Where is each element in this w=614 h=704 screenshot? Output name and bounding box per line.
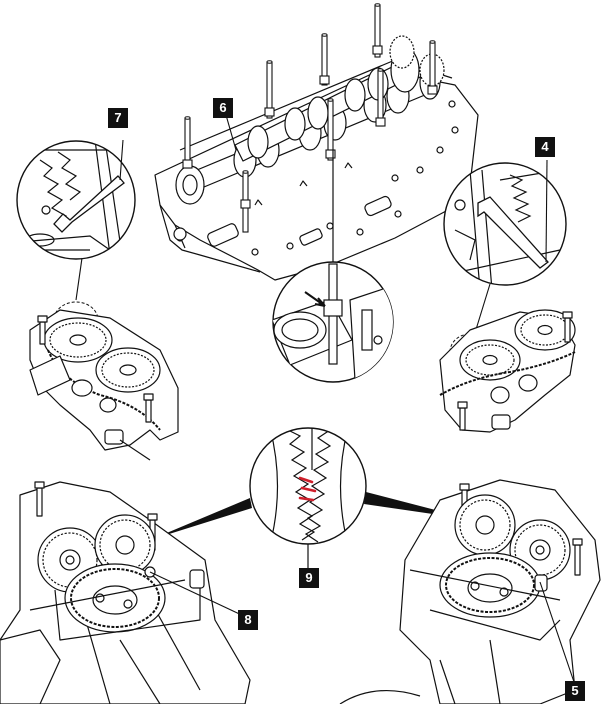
bl-cam-gear-right bbox=[94, 514, 156, 576]
arrow-icon bbox=[304, 291, 326, 307]
callout-4: 4 bbox=[535, 137, 555, 157]
right-sprocket-assembly bbox=[439, 309, 576, 433]
magnifier-centre bbox=[272, 261, 394, 383]
callout-9: 9 bbox=[299, 568, 319, 588]
magnifier-middle bbox=[249, 427, 367, 568]
magnifier-top-left bbox=[16, 139, 136, 260]
bottom-left-engine-view bbox=[0, 481, 251, 704]
head-studs bbox=[182, 4, 438, 233]
magnifier-top-right bbox=[443, 159, 567, 286]
bl-crank-sprocket bbox=[64, 563, 166, 633]
right-cam-gear-2 bbox=[459, 339, 521, 381]
hex-key-tool bbox=[53, 175, 125, 233]
callout-5: 5 bbox=[565, 681, 585, 701]
callout-7: 7 bbox=[108, 108, 128, 128]
timing-chain-right bbox=[439, 351, 576, 396]
left-cam-gear bbox=[43, 317, 113, 363]
left-sprocket-assembly bbox=[29, 309, 179, 461]
callout-6: 6 bbox=[213, 98, 233, 118]
timing-mark-highlight bbox=[298, 476, 317, 502]
br-crank-sprocket bbox=[439, 552, 541, 618]
left-cam-gear-2 bbox=[95, 347, 161, 393]
br-cam-gear-left bbox=[454, 494, 516, 556]
callout-8: 8 bbox=[238, 610, 258, 630]
hex-key-tool-right bbox=[477, 196, 549, 269]
bottom-right-engine-view bbox=[339, 479, 601, 704]
